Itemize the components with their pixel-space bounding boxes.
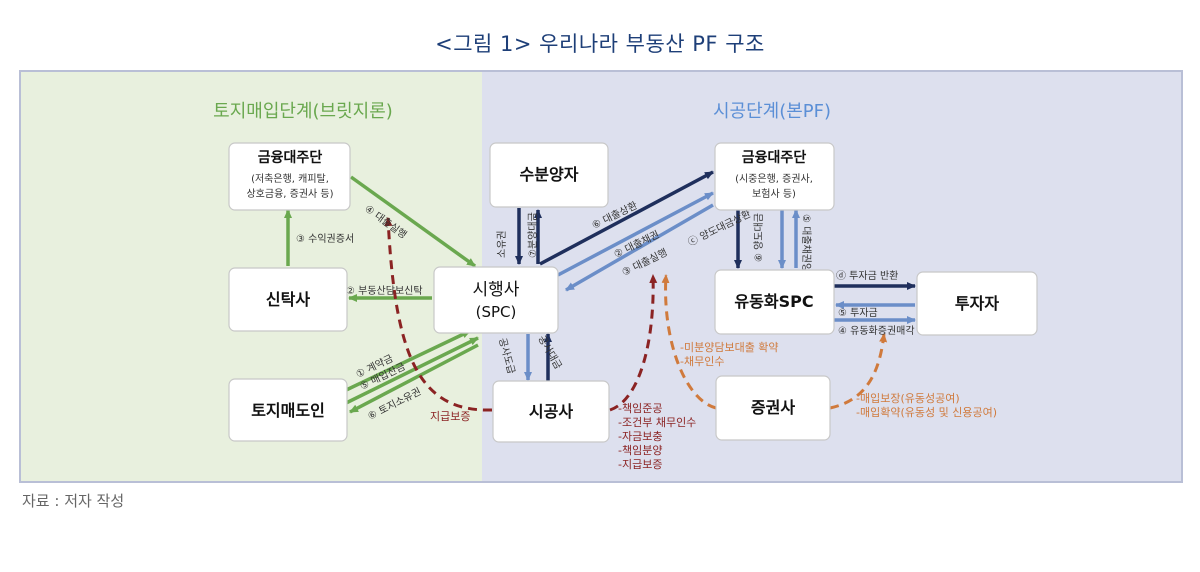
investor-title: 투자자 — [955, 294, 999, 313]
contractor-note: -자금보충 — [618, 430, 662, 443]
loan-exec-main-arrow — [565, 203, 714, 292]
diagram-frame — [19, 70, 1183, 483]
securities-notes-a: -미분양담보대출 확약 -채무인수 — [680, 340, 779, 368]
lender-main-sub: (시중은행, 증권사, — [735, 173, 813, 185]
contractor-guarantee-to-lender-arrow — [384, 217, 493, 412]
trust-title: 신탁사 — [266, 290, 310, 309]
liquidity-spc-title: 유동화SPC — [734, 292, 813, 311]
buyer-node: 수분양자 — [489, 142, 609, 208]
contractor-note: -지급보증 — [618, 458, 662, 471]
balance-arrow — [341, 336, 479, 407]
seller-node: 토지매도인 — [228, 378, 348, 442]
liquidity-spc-node: 유동화SPC — [714, 269, 835, 335]
contractor-note: -책임분양 — [618, 444, 662, 457]
transfer-price-label: ⑥ 양도대금 — [753, 213, 765, 262]
lender-main-node: 금융대주단 (시중은행, 증권사, 보험사 등) — [714, 142, 835, 211]
developer-sub: (SPC) — [476, 303, 517, 321]
collateral-trust-label: ② 부동산담보신탁 — [346, 285, 423, 297]
bridge-loan-heading: 토지매입단계(브릿지론) — [213, 101, 393, 122]
developer-node: 시행사 (SPC) — [433, 266, 559, 334]
contractor-note: -조건부 채무인수 — [618, 416, 696, 429]
securities-note: -매입확약(유동성 및 신용공여) — [856, 405, 997, 419]
securities-note: -채무인수 — [680, 355, 724, 368]
invest-label: ⑤ 투자금 — [838, 307, 878, 319]
buyer-title: 수분양자 — [520, 165, 579, 184]
title-transfer-arrow — [349, 343, 479, 414]
investor-node: 투자자 — [916, 271, 1038, 336]
lender-main-sub: 보험사 등) — [752, 188, 796, 200]
securities-title: 증권사 — [751, 398, 795, 417]
lender-main-title: 금융대주단 — [742, 149, 807, 166]
loan-claim-arrow — [557, 191, 714, 277]
securities-node: 증권사 — [715, 375, 831, 441]
securities-commitment-arrow — [661, 274, 717, 410]
securities-note: -매입보장(유동성공여) — [856, 392, 960, 405]
lender-bridge-sub: (저축은행, 캐피탈, — [251, 172, 329, 185]
contractor-notes: -책임준공 -조건부 채무인수 -자금보충 -책임분양 -지급보증 — [618, 402, 696, 471]
contractor-node: 시공사 — [492, 380, 610, 443]
securities-note: -미분양담보대출 확약 — [680, 340, 779, 354]
beneficiary-cert-label: ③ 수익권증서 — [296, 233, 354, 245]
securities-notes-b: -매입보장(유동성공여) -매입확약(유동성 및 신용공여) — [856, 392, 997, 419]
lender-bridge-node: 금융대주단 (저축은행, 캐피탈, 상호금융, 증권사 등) — [228, 142, 351, 211]
lender-bridge-title: 금융대주단 — [258, 149, 323, 166]
loan-repay-arrow — [539, 170, 714, 266]
deposit-arrow — [341, 329, 471, 394]
invest-repay-label: ⓓ 투자금 반환 — [836, 270, 898, 282]
seller-title: 토지매도인 — [251, 401, 325, 420]
loan-exec-bridge-arrow — [349, 175, 477, 268]
contractor-title: 시공사 — [529, 402, 573, 421]
developer-title: 시행사 — [473, 280, 520, 300]
abs-sale-label: ④ 유동화증권매각 — [838, 325, 915, 337]
guarantee-pay-label: 지급보증 — [430, 410, 470, 423]
presale-price-label: ⑦분양대금 — [527, 212, 539, 258]
figure-title: <그림 1> 우리나라 부동산 PF 구조 — [435, 32, 765, 56]
securities-guarantee-arrow — [829, 333, 888, 410]
lender-bridge-sub: 상호금융, 증권사 등) — [246, 188, 333, 200]
trust-node: 신탁사 — [228, 267, 348, 332]
contractor-guarantee-to-developer-arrow — [609, 274, 658, 412]
contractor-note: -책임준공 — [618, 402, 662, 415]
main-pf-heading: 시공단계(본PF) — [713, 101, 831, 122]
source-note: 자료 : 저자 작성 — [22, 492, 125, 510]
loan-claim-transfer-label: ⑤ 대출채권양도 — [800, 214, 812, 281]
ownership-label: 소유권 — [496, 230, 508, 258]
